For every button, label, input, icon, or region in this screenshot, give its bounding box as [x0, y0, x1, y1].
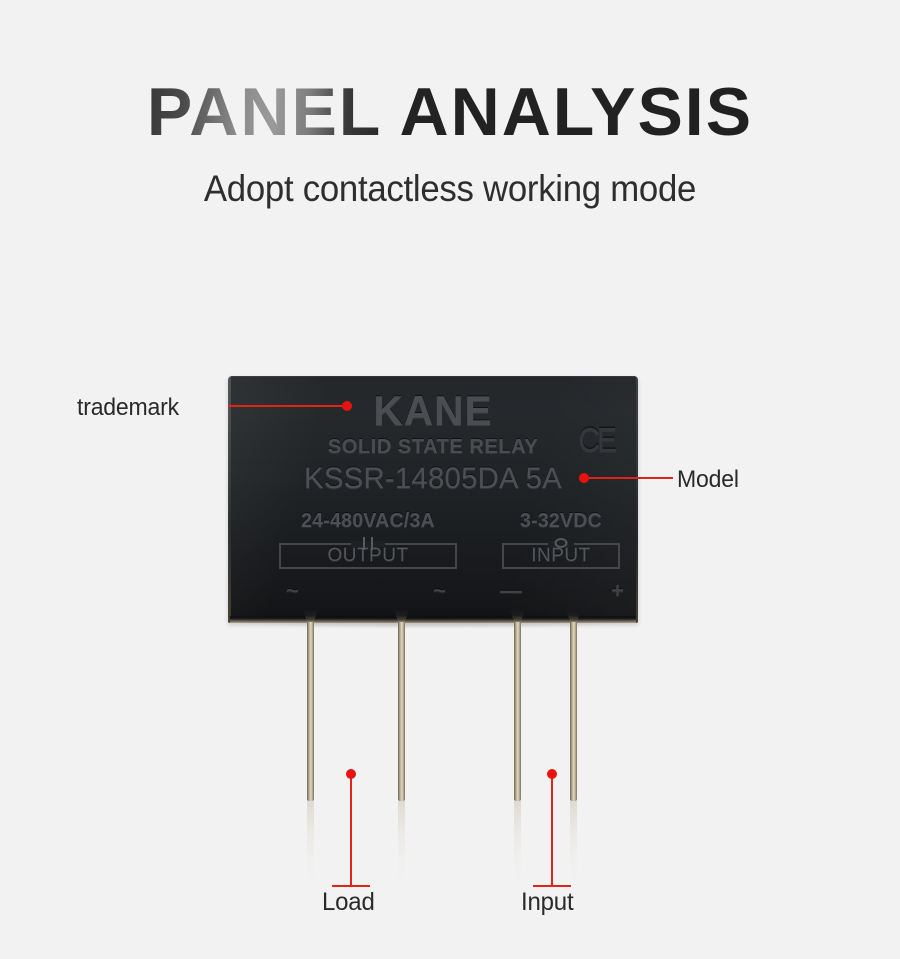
input-terminals: — + [494, 580, 628, 602]
output-rating-label: 24-480VAC/3A [301, 510, 435, 532]
capacitor-symbol-icon [358, 537, 378, 551]
annotation-dot-trademark [342, 401, 352, 411]
output-bracket-gap [351, 541, 385, 547]
page-subtitle: Adopt contactless working mode [203, 168, 697, 209]
annotation-leader-trademark [228, 405, 346, 407]
annotation-leader-model [589, 477, 673, 479]
output-terminal-right-ac-icon: ~ [433, 578, 446, 603]
output-terminals: ~ ~ [268, 580, 468, 602]
annotation-leader-load [350, 776, 352, 886]
annotation-label-load: Load [322, 888, 375, 916]
solid-state-relay-module: KANE SOLID STATE RELAY KSSR-14805DA 5A C… [228, 376, 638, 623]
input-terminal-negative-icon: — [500, 578, 522, 603]
annotation-dot-model [579, 473, 589, 483]
specification-row: 24-480VAC/3A OUTPUT ~ ~ [228, 510, 638, 610]
annotation-tick-input [533, 885, 571, 887]
annotation-label-model: Model [677, 466, 739, 493]
page-title: PANEL ANALYSIS [0, 0, 900, 146]
input-pin-2 [570, 619, 577, 896]
output-section: 24-480VAC/3A OUTPUT ~ ~ [268, 510, 468, 602]
header: PANEL ANALYSIS Adopt contactless working… [0, 0, 900, 210]
input-terminal-positive-icon: + [611, 578, 624, 603]
annotation-leader-input [551, 776, 553, 886]
annotation-dot-input [547, 769, 557, 779]
input-rating-label: 3-32VDC [520, 510, 602, 532]
input-section: 3-32VDC INPUT — + [494, 510, 628, 602]
output-diagram: OUTPUT [268, 537, 468, 571]
relay-body: KANE SOLID STATE RELAY KSSR-14805DA 5A C… [228, 376, 638, 623]
output-pin-2 [398, 619, 405, 896]
input-pin-1 [514, 619, 521, 896]
annotation-dot-load [346, 769, 356, 779]
product-type-label: SOLID STATE RELAY [327, 435, 539, 458]
annotation-label-trademark: trademark [77, 394, 179, 421]
output-box-label: OUTPUT [327, 545, 409, 566]
model-number-label: KSSR-14805DA 5A [304, 462, 562, 495]
input-diagram: INPUT [494, 537, 628, 571]
output-pin-1 [307, 619, 314, 896]
ce-mark-icon: CE [578, 421, 617, 460]
annotation-tick-load [332, 885, 370, 887]
output-terminal-left-ac-icon: ~ [286, 578, 299, 603]
silkscreen-printing: KANE SOLID STATE RELAY KSSR-14805DA 5A C… [228, 376, 638, 623]
led-symbol-icon [554, 538, 568, 548]
module-shadow [238, 612, 630, 628]
brand-logo: KANE [373, 387, 493, 434]
input-box-label: INPUT [531, 545, 591, 566]
annotation-label-input: Input [521, 888, 574, 916]
relay-body-base-edge [230, 616, 636, 623]
